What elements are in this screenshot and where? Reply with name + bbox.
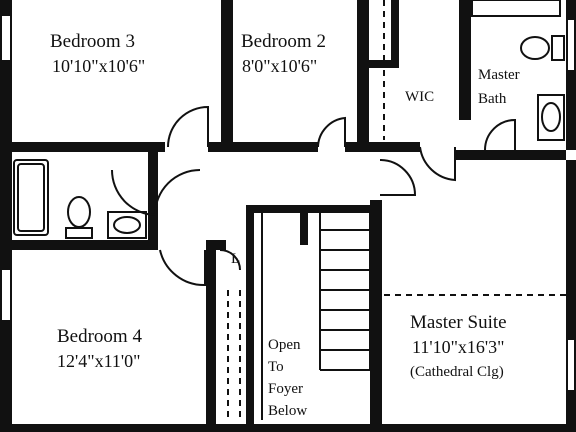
wall-bed4-right bbox=[206, 240, 216, 432]
outer-wall-left bbox=[0, 0, 12, 432]
master-suite-dims: 11'10"x16'3" bbox=[412, 337, 505, 357]
wic-closet-wall bbox=[369, 60, 399, 68]
wall-stair-top bbox=[246, 205, 376, 213]
wall-stair-inner bbox=[300, 205, 308, 245]
open-foyer-3: Foyer bbox=[268, 381, 303, 397]
master-sink-icon bbox=[537, 94, 565, 141]
wall-bed2-right bbox=[357, 0, 369, 150]
wic-left-wall bbox=[391, 0, 399, 68]
door-bed4 bbox=[159, 249, 206, 287]
dashed-lines bbox=[227, 0, 566, 420]
window-master bbox=[568, 340, 574, 390]
master-suite-name: Master Suite bbox=[410, 312, 507, 333]
master-bath-label-1: Master bbox=[478, 67, 520, 83]
wall-bed2-bottom bbox=[345, 142, 420, 152]
window-bed3 bbox=[2, 16, 10, 60]
wall-bath-bottom bbox=[455, 150, 566, 160]
open-foyer-2: To bbox=[268, 359, 284, 375]
outer-wall-right bbox=[566, 160, 576, 432]
wall-hallbath-bottom bbox=[0, 240, 158, 250]
shower-icon bbox=[471, 0, 561, 17]
door-master bbox=[379, 159, 417, 196]
door-linen bbox=[219, 249, 241, 271]
wall-bed3-bed2 bbox=[221, 0, 233, 146]
toilet-icon bbox=[67, 196, 91, 228]
wall-bed3-bottom-left bbox=[0, 142, 165, 152]
open-foyer-4: Below bbox=[268, 403, 308, 419]
bedroom3-name: Bedroom 3 bbox=[50, 31, 135, 52]
master-sink-basin-icon bbox=[541, 102, 561, 132]
wall-stair-left bbox=[246, 205, 254, 432]
door-bath bbox=[419, 146, 456, 182]
door-hallbath bbox=[110, 169, 156, 216]
windows bbox=[2, 16, 574, 390]
linen-label: L bbox=[231, 251, 241, 267]
wall-hallbath-right bbox=[148, 152, 158, 244]
wall-wic-bath bbox=[459, 0, 471, 120]
wall-bed3-bottom-mid bbox=[208, 142, 318, 152]
wall-master-left bbox=[370, 200, 382, 432]
bedroom2-dims: 8'0"x10'6" bbox=[242, 56, 318, 76]
bedroom3-dims: 10'10"x10'6" bbox=[52, 56, 146, 76]
master-toilet-tank-icon bbox=[551, 35, 565, 61]
master-bath-label-2: Bath bbox=[478, 91, 507, 107]
tub-inner-icon bbox=[17, 163, 45, 232]
tub-icon bbox=[13, 159, 49, 236]
bedroom2-name: Bedroom 2 bbox=[241, 31, 326, 52]
door-master-bath bbox=[484, 118, 516, 151]
sink-basin-icon bbox=[113, 216, 141, 234]
door-bed3 bbox=[167, 105, 209, 148]
outer-wall-right-top bbox=[566, 0, 576, 150]
door-hallbath-2 bbox=[154, 169, 201, 216]
window-bed4 bbox=[2, 270, 10, 320]
wic-label: WIC bbox=[405, 89, 435, 105]
open-foyer-1: Open bbox=[268, 337, 301, 353]
fixtures bbox=[13, 0, 565, 239]
bedroom4-name: Bedroom 4 bbox=[57, 326, 142, 347]
door-swings bbox=[110, 105, 516, 287]
master-suite-note: (Cathedral Clg) bbox=[410, 364, 504, 380]
window-bath bbox=[568, 20, 574, 70]
sink-icon bbox=[107, 211, 147, 239]
door-bed2 bbox=[317, 116, 346, 148]
toilet-tank-icon bbox=[65, 227, 93, 239]
stairs bbox=[261, 213, 371, 420]
master-toilet-icon bbox=[520, 36, 550, 60]
outer-wall-bottom bbox=[0, 424, 576, 432]
bedroom4-dims: 12'4"x11'0" bbox=[57, 351, 141, 371]
